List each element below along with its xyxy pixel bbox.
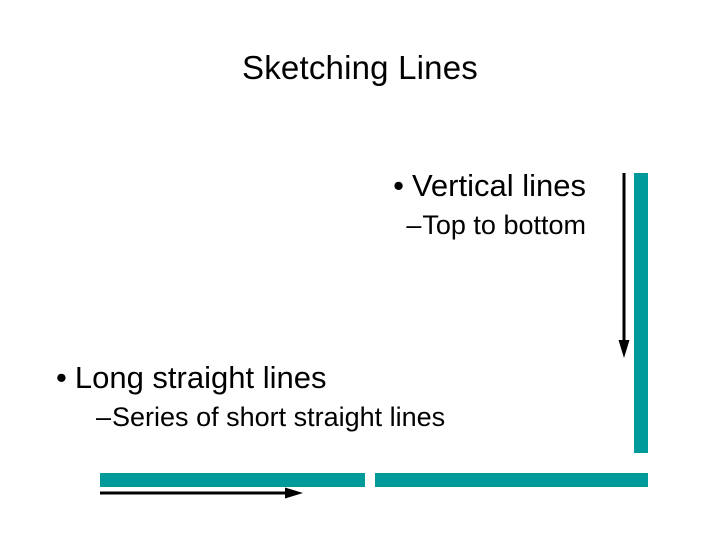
bullet-level2-label: Series of short straight lines [112,402,446,432]
bullet-level2-series-of-short-straight-lines: –Series of short straight lines [56,398,656,436]
bullet-level1-label: Long straight lines [74,360,327,395]
bullet-block-long-straight-lines: •Long straight lines –Series of short st… [56,358,656,436]
bullet-block-vertical-lines: •Vertical lines –Top to bottom [40,166,586,244]
bullet-dash-icon: – [406,210,422,240]
bullet-level1-vertical-lines: •Vertical lines [40,166,586,206]
horizontal-teal-bar-right [375,473,648,487]
horizontal-teal-bar-left [100,473,365,487]
vertical-teal-bar [634,173,648,453]
bullet-dot-icon: • [56,360,67,395]
bullet-dot-icon: • [393,168,404,203]
page-title: Sketching Lines [242,49,478,86]
bullet-level1-long-straight-lines: •Long straight lines [56,358,656,398]
down-arrow-icon [618,173,630,358]
bullet-level2-label: Top to bottom [422,210,586,240]
right-arrow-icon [100,487,303,499]
bullet-level1-label: Vertical lines [411,168,586,203]
bullet-level2-top-to-bottom: –Top to bottom [40,206,586,244]
bullet-dash-icon: – [96,402,112,432]
